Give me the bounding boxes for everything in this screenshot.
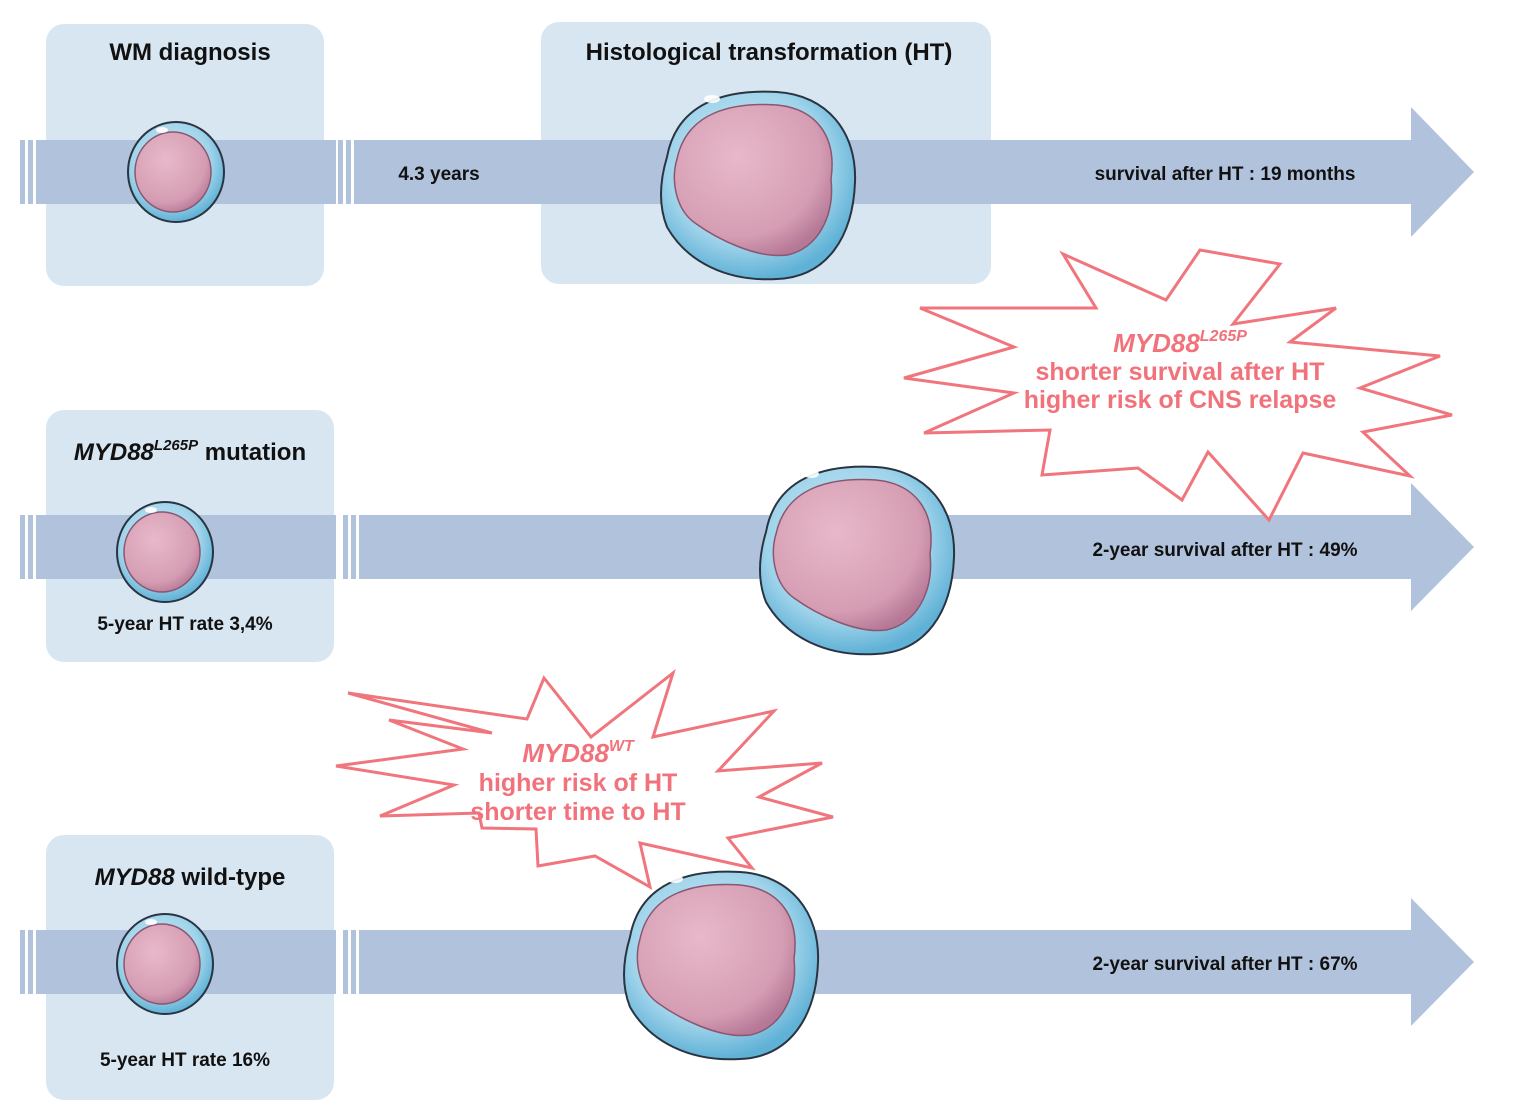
row-2: MYD88L265P mutation 5-year HT rate 3,4% … [20, 248, 1474, 662]
burst-line: higher risk of CNS relapse [1024, 386, 1337, 414]
large-cell-icon [659, 90, 857, 281]
starburst-callout: MYD88L265P shorter survival after HT hig… [903, 248, 1453, 523]
small-cell-icon [116, 913, 214, 1015]
survival-label: survival after HT : 19 months [1095, 164, 1356, 185]
interval-label: 4.3 years [398, 164, 479, 185]
burst-line: shorter time to HT [470, 798, 685, 826]
burst-gene: MYD88L265P [1113, 328, 1247, 358]
large-cell-icon [622, 870, 820, 1061]
mutation-title: MYD88L265P mutation [74, 437, 306, 466]
small-cell-icon [116, 501, 214, 603]
small-cell-icon [127, 121, 225, 223]
ht-rate-label: 5-year HT rate 16% [100, 1050, 270, 1071]
burst-line: shorter survival after HT [1036, 358, 1325, 386]
survival-label: 2-year survival after HT : 49% [1092, 540, 1357, 561]
survival-label: 2-year survival after HT : 67% [1092, 954, 1357, 975]
burst-gene: MYD88WT [522, 738, 635, 768]
diagnosis-title: WM diagnosis [109, 39, 270, 66]
starburst-callout: MYD88WT higher risk of HT shorter time t… [335, 668, 834, 890]
row-1: WM diagnosis Histological transformation… [20, 22, 1474, 286]
transformation-title: Histological transformation (HT) [586, 39, 953, 66]
ht-rate-label: 5-year HT rate 3,4% [97, 614, 272, 635]
wild-type-title: MYD88 wild-type [95, 864, 286, 891]
row-3: MYD88 wild-type 5-year HT rate 16% 2-yea… [20, 668, 1474, 1100]
burst-line: higher risk of HT [479, 769, 678, 797]
large-cell-icon [758, 465, 956, 656]
